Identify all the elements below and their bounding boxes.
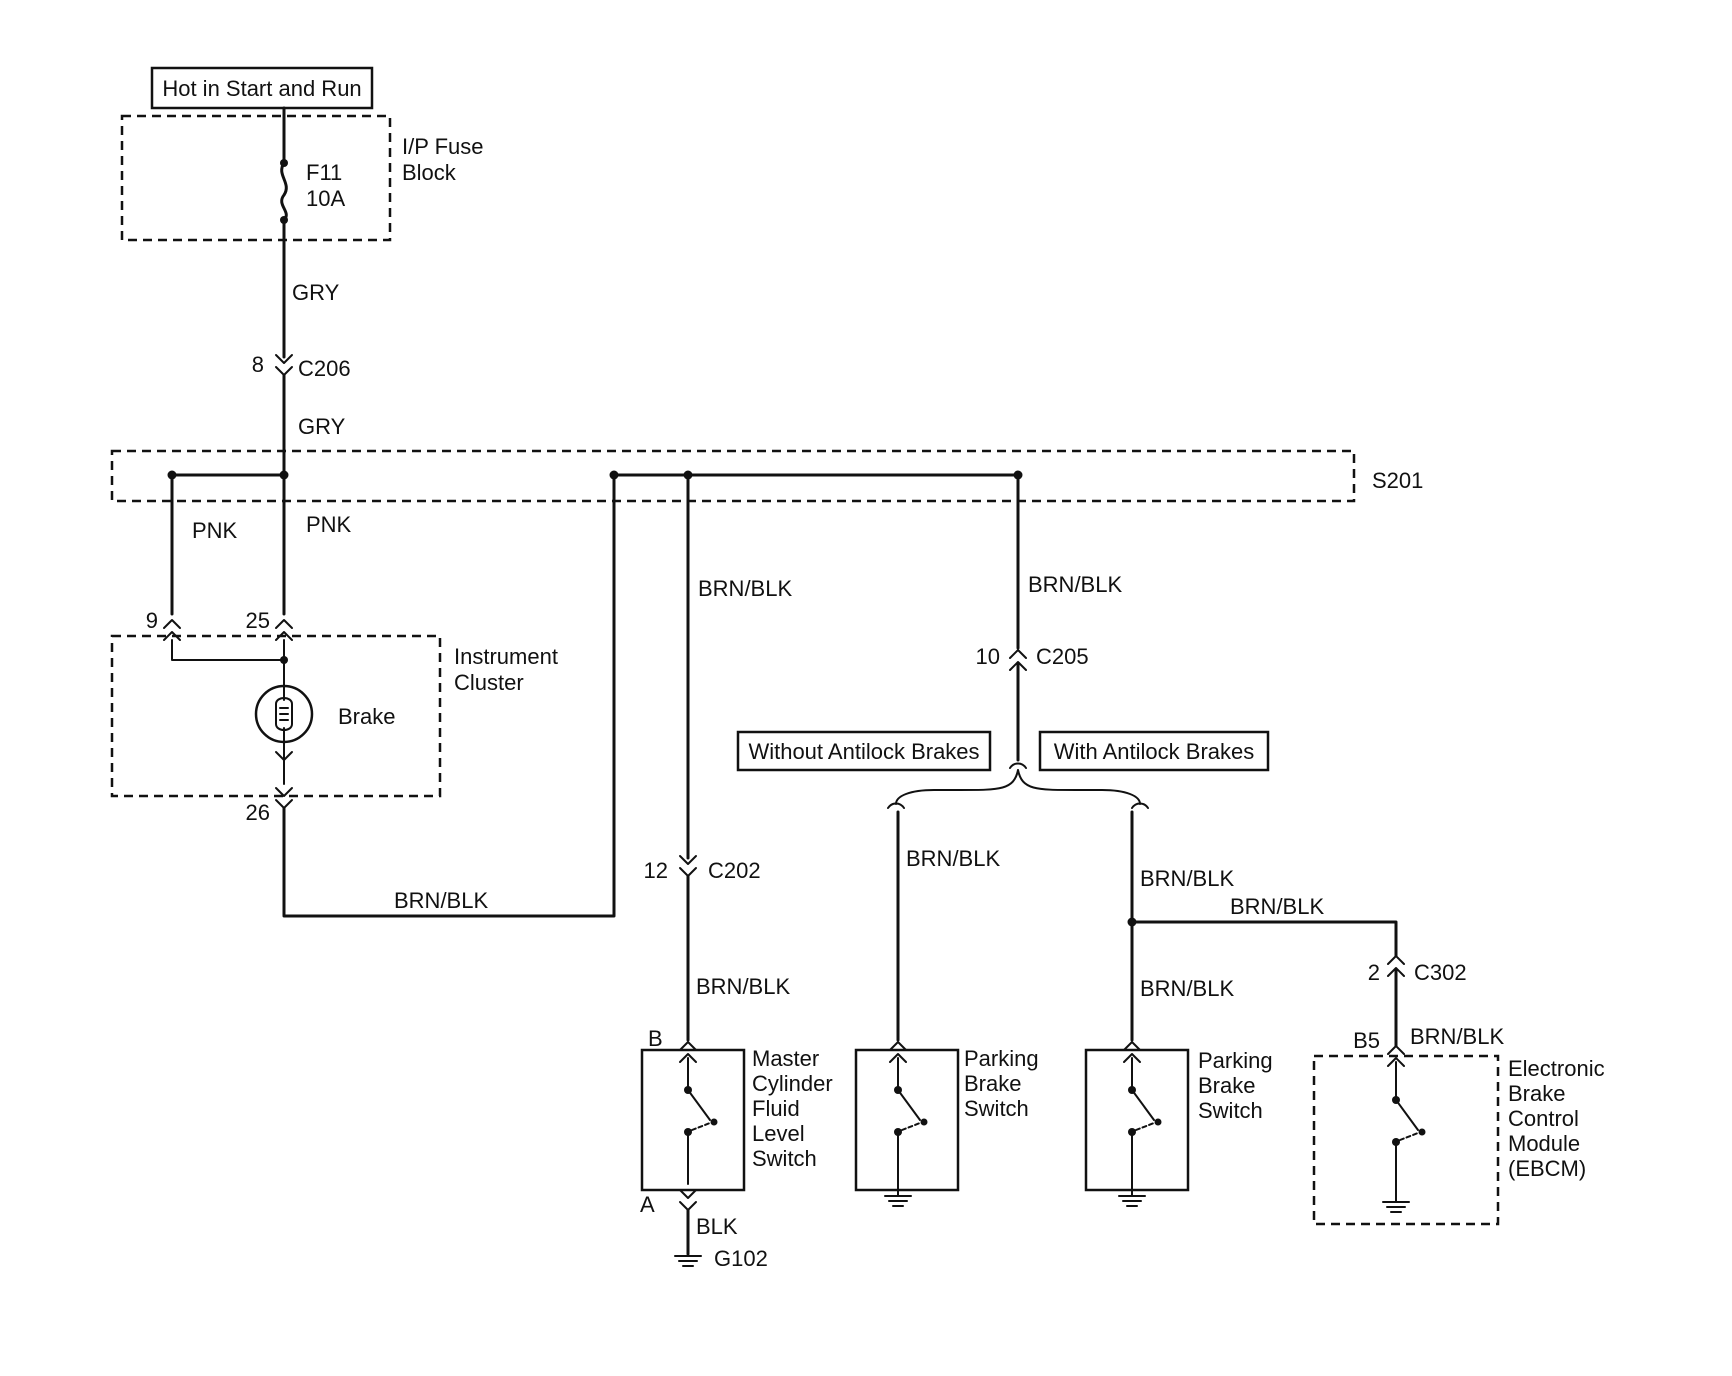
master-cyl-pin-a [679, 1189, 697, 1211]
without-abs-label-box [736, 730, 992, 772]
gry-label-2: GRY [298, 414, 346, 439]
pin-b5-label: B5 [1353, 1028, 1380, 1053]
pnk-label-2: PNK [306, 512, 352, 537]
with-abs-label-box [1038, 730, 1270, 772]
fuse-rating-label: 10A [306, 186, 345, 211]
master-cyl-label-4: Level [752, 1121, 805, 1146]
power-source-label-box [150, 66, 374, 110]
hot-in-start-run-label: Hot in Start and Run [162, 76, 361, 101]
g102-ground-icon [674, 1255, 702, 1267]
parking-brake-2-label-2: Brake [1198, 1073, 1255, 1098]
ebcm-label-5: (EBCM) [1508, 1156, 1586, 1181]
without-abs-label: Without Antilock Brakes [748, 739, 979, 764]
c205-pin-label: 10 [976, 644, 1000, 669]
ip-fuse-block-label-2: Block [402, 160, 457, 185]
brnblk-label-3: BRN/BLK [698, 576, 792, 601]
pin-b-label: B [648, 1026, 663, 1051]
master-cylinder-fluid-level-switch [640, 1048, 746, 1192]
fuse-id-label: F11 [306, 160, 342, 185]
lamp-filament-icon [275, 687, 293, 743]
master-cyl-label-2: Cylinder [752, 1071, 833, 1096]
fuse-f11-symbol [280, 161, 288, 222]
instrument-cluster [110, 634, 442, 798]
gry-label-1: GRY [292, 280, 340, 305]
brnblk-label-5: BRN/BLK [1028, 572, 1122, 597]
instrument-cluster-label-1: Instrument [454, 644, 558, 669]
ebcm-label-4: Module [1508, 1131, 1580, 1156]
parking-brake-1-label-2: Brake [964, 1071, 1021, 1096]
parking-brake-2-label-3: Switch [1198, 1098, 1263, 1123]
cluster-pin25-label: 25 [246, 608, 270, 633]
c206-pin-label: 8 [252, 352, 264, 377]
c206-label: C206 [298, 356, 351, 381]
cluster-return-brnblk-wire [282, 473, 1020, 918]
electronic-brake-control-module [1312, 1054, 1500, 1226]
c205-label: C205 [1036, 644, 1089, 669]
parking-brake-1-label-1: Parking [964, 1046, 1039, 1071]
brnblk-label-4: BRN/BLK [696, 974, 790, 999]
ebcm-label-2: Brake [1508, 1081, 1565, 1106]
c202-pin-label: 12 [644, 858, 668, 883]
ebcm-switch-contacts [1391, 1095, 1427, 1147]
parking-brake-2-contacts [1127, 1085, 1163, 1137]
cluster-pin26-connector [275, 787, 293, 809]
pnk-label-1: PNK [192, 518, 238, 543]
ip-fuse-block-label-1: I/P Fuse [402, 134, 484, 159]
ebcm-feed-wire [1130, 920, 1398, 958]
ebcm-label-1: Electronic [1508, 1056, 1605, 1081]
brnblk-label-7: BRN/BLK [1140, 866, 1234, 891]
cluster-internal-wire [171, 639, 285, 661]
parking-brake-1-label-3: Switch [964, 1096, 1029, 1121]
ip-fuse-block [120, 114, 392, 242]
ebcm-label-3: Control [1508, 1106, 1579, 1131]
c302-pin-label: 2 [1368, 960, 1380, 985]
s201-label: S201 [1372, 468, 1423, 493]
brake-lamp-label: Brake [338, 704, 395, 729]
master-cyl-label-1: Master [752, 1046, 819, 1071]
brnblk-label-8: BRN/BLK [1140, 976, 1234, 1001]
parking-brake-2-ground-icon [1118, 1195, 1146, 1207]
s201-splice-pack [110, 449, 1356, 503]
with-abs-label: With Antilock Brakes [1054, 739, 1255, 764]
master-cyl-label-5: Switch [752, 1146, 817, 1171]
parking-brake-1-contacts [893, 1085, 929, 1137]
cluster-pin9-label: 9 [146, 608, 158, 633]
master-cyl-label-3: Fluid [752, 1096, 800, 1121]
brnblk-label-ebcm: BRN/BLK [1410, 1024, 1504, 1049]
blk-label: BLK [696, 1214, 738, 1239]
g102-label: G102 [714, 1246, 768, 1271]
brnblk-label-6: BRN/BLK [906, 846, 1000, 871]
ebcm-feed-label: BRN/BLK [1230, 894, 1324, 919]
c302-label: C302 [1414, 960, 1467, 985]
option-brace [895, 769, 1141, 805]
parking-brake-switch-2 [1084, 1048, 1190, 1192]
ebcm-ground-icon [1382, 1201, 1410, 1213]
instrument-cluster-label-2: Cluster [454, 670, 524, 695]
pin-a-label: A [640, 1192, 655, 1217]
parking-brake-switch-1 [854, 1048, 960, 1192]
c202-label: C202 [708, 858, 761, 883]
parking-brake-1-ground-icon [884, 1195, 912, 1207]
cluster-return-brnblk-label: BRN/BLK [394, 888, 488, 913]
parking-brake-2-label-1: Parking [1198, 1048, 1273, 1073]
cluster-pin26-label: 26 [246, 800, 270, 825]
master-cyl-switch-contacts [683, 1085, 719, 1137]
